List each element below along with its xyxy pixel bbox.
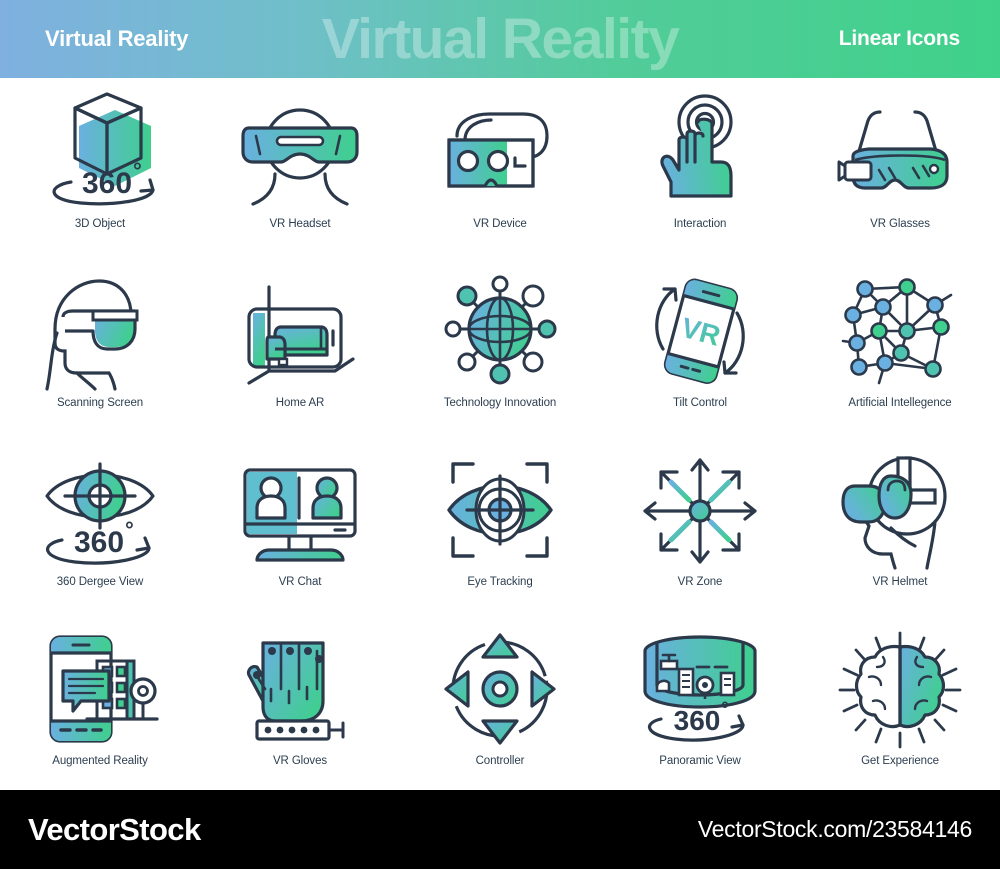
icon-label: VR Glasses [870,218,930,230]
icon-label: VR Zone [677,576,723,588]
cardboard-device-icon [435,92,565,214]
icon-cell-vr-device[interactable]: VR Device [400,92,600,271]
head-scan-icon [35,271,165,393]
monitor-chat-icon [235,450,365,572]
panorama-360-text: 360 [674,705,721,736]
eye-degree-symbol: ° [125,517,134,542]
icon-grid: 360 ° 3D Object [0,78,1000,808]
icon-label: VR Device [473,218,527,230]
icon-cell-augmented-reality[interactable]: Augmented Reality [0,629,200,808]
eye-360-icon: 360 ° [35,450,165,572]
icon-label: Artificial Intellegence [848,397,952,409]
icon-label: VR Headset [269,218,331,230]
cube-360-icon: 360 ° [35,92,165,214]
cube-360-text: 360 [82,167,132,200]
phone-tilt-icon: VR [635,271,765,393]
icon-cell-home-ar[interactable]: Home AR [200,271,400,450]
neural-net-icon [835,271,965,393]
glove-icon [235,629,365,751]
icon-label: Tilt Control [673,397,727,409]
head-headset-icon [235,92,365,214]
header-left-title: Virtual Reality [45,26,189,51]
icon-cell-technology-innovation[interactable]: Technology Innovation [400,271,600,450]
dpad-icon [435,629,565,751]
arrows-8way-icon [635,450,765,572]
head-helmet-icon [835,450,965,572]
icon-cell-controller[interactable]: Controller [400,629,600,808]
cube-degree-symbol: ° [133,158,142,183]
footer-url: VectorStock.com/23584146 [697,816,972,842]
eye-brackets-icon [435,450,565,572]
icon-label: 360 Dergee View [56,576,144,588]
icon-label: Home AR [275,397,325,409]
icon-cell-vr-chat[interactable]: VR Chat [200,450,400,629]
icon-label: VR Gloves [272,755,328,767]
icon-cell-panoramic-view[interactable]: 360 ° Panoramic View [600,629,800,808]
page-footer: VectorStock VectorStock.com/23584146 [0,790,1000,869]
glasses-icon [835,92,965,214]
icon-cell-3d-object[interactable]: 360 ° 3D Object [0,92,200,271]
icon-cell-get-experience[interactable]: Get Experience [800,629,1000,808]
icon-label: Panoramic View [659,755,741,767]
icon-label: Interaction [673,218,727,230]
phone-ar-icon [35,629,165,751]
header-watermark: Virtual Reality [321,7,680,71]
icon-label: Scanning Screen [56,397,144,409]
icon-cell-eye-tracking[interactable]: Eye Tracking [400,450,600,629]
panorama-360-icon: 360 ° [635,629,765,751]
globe-nodes-icon [435,271,565,393]
panorama-degree-symbol: ° [721,699,729,721]
icon-label: Get Experience [861,755,939,767]
icon-cell-interaction[interactable]: Interaction [600,92,800,271]
icon-cell-vr-glasses[interactable]: VR Glasses [800,92,1000,271]
icon-label: Augmented Reality [52,755,148,767]
icon-cell-vr-headset[interactable]: VR Headset [200,92,400,271]
icon-cell-tilt-control[interactable]: VR Tilt Control [600,271,800,450]
icon-cell-vr-gloves[interactable]: VR Gloves [200,629,400,808]
phone-sofa-icon [235,271,365,393]
hand-tap-icon [635,92,765,214]
icon-label: VR Helmet [872,576,928,588]
icon-cell-vr-helmet[interactable]: VR Helmet [800,450,1000,629]
icon-cell-artificial-intellegence[interactable]: Artificial Intellegence [800,271,1000,450]
brain-rays-icon [835,629,965,751]
icon-cell-360-dergee-view[interactable]: 360 ° 360 Dergee View [0,450,200,629]
icon-label: Controller [475,755,525,767]
icon-cell-vr-zone[interactable]: VR Zone [600,450,800,629]
eye-360-text: 360 [74,526,124,559]
page-header: Virtual Reality Virtual Reality Linear I… [0,0,1000,78]
footer-brand: VectorStock [28,811,201,847]
icon-label: 3D Object [74,218,126,230]
header-right-title: Linear Icons [838,27,961,50]
icon-cell-scanning-screen[interactable]: Scanning Screen [0,271,200,450]
icon-label: Eye Tracking [467,576,533,588]
icon-label: Technology Innovation [443,397,557,409]
icon-label: VR Chat [278,576,322,588]
